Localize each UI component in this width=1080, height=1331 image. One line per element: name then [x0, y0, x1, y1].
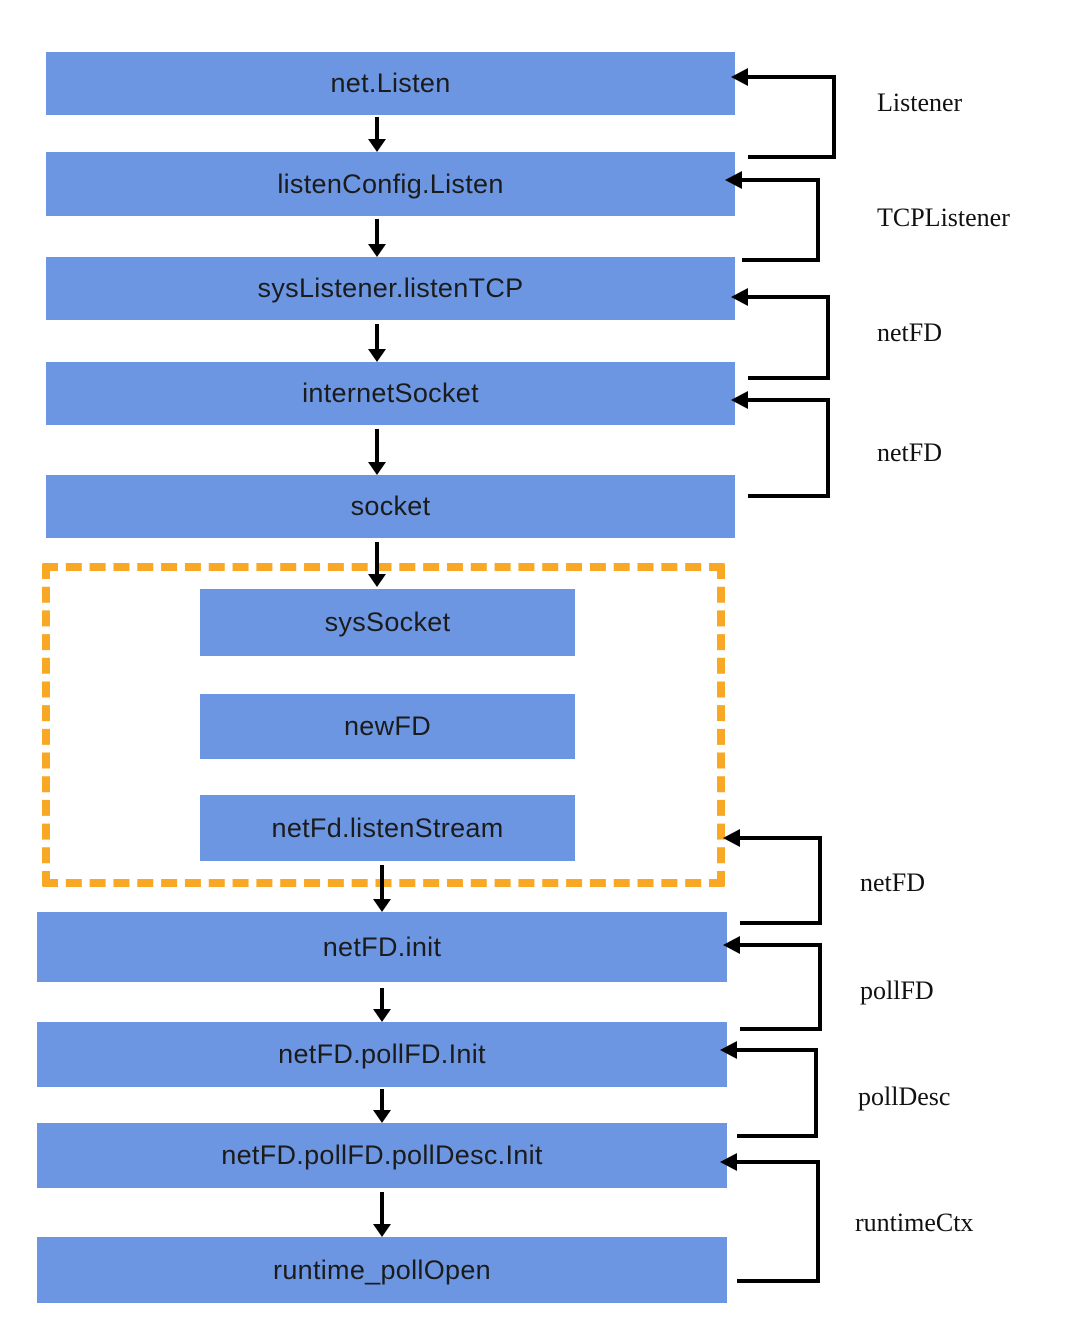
down-arrow-3: [375, 324, 379, 349]
flow-node-netfd-pollfd-init: netFD.pollFD.Init: [37, 1022, 727, 1087]
flow-node-netfd-pollfd-polldesc-init: netFD.pollFD.pollDesc.Init: [37, 1123, 727, 1188]
flow-node-socket: socket: [46, 475, 735, 538]
return-label-polldesc: pollDesc: [858, 1082, 951, 1111]
return-arrow-netfd-1: [731, 288, 830, 380]
flow-node-internetsocket: internetSocket: [46, 362, 735, 425]
return-label-pollfd: pollFD: [860, 976, 934, 1005]
flow-node-syssocket: sysSocket: [200, 589, 575, 656]
down-arrow-8: [380, 1089, 384, 1110]
return-arrow-polldesc: [720, 1041, 818, 1138]
return-arrow-netfd-3: [723, 829, 822, 925]
return-arrow-netfd-2: [731, 391, 830, 498]
return-label-listener: Listener: [877, 88, 963, 117]
down-arrow-4: [375, 429, 379, 462]
return-arrow-listener: [731, 68, 836, 159]
flow-node-netfd-listenstream: netFd.listenStream: [200, 795, 575, 861]
return-label-tcplistener: TCPListener: [877, 203, 1010, 232]
return-arrow-pollfd: [723, 936, 822, 1031]
return-label-runtimectx: runtimeCtx: [855, 1208, 974, 1237]
down-arrow-7: [380, 988, 384, 1009]
return-label-netfd-3: netFD: [860, 868, 925, 897]
down-arrow-5: [375, 542, 379, 574]
flow-node-syslistener-listentcp: sysListener.listenTCP: [46, 257, 735, 320]
return-arrow-tcplistener: [725, 171, 820, 262]
return-label-netfd-1: netFD: [877, 318, 942, 347]
flow-node-listenconfig-listen: listenConfig.Listen: [46, 152, 735, 216]
down-arrow-2: [375, 219, 379, 244]
down-arrow-9: [380, 1192, 384, 1224]
flow-node-newfd: newFD: [200, 694, 575, 759]
return-label-netfd-2: netFD: [877, 438, 942, 467]
down-arrow-1: [375, 117, 379, 139]
down-arrow-6: [380, 865, 384, 899]
flow-node-net-listen: net.Listen: [46, 52, 735, 115]
flow-node-netfd-init: netFD.init: [37, 912, 727, 982]
return-arrow-runtimectx: [720, 1153, 820, 1283]
flow-node-runtime-pollopen: runtime_pollOpen: [37, 1237, 727, 1303]
